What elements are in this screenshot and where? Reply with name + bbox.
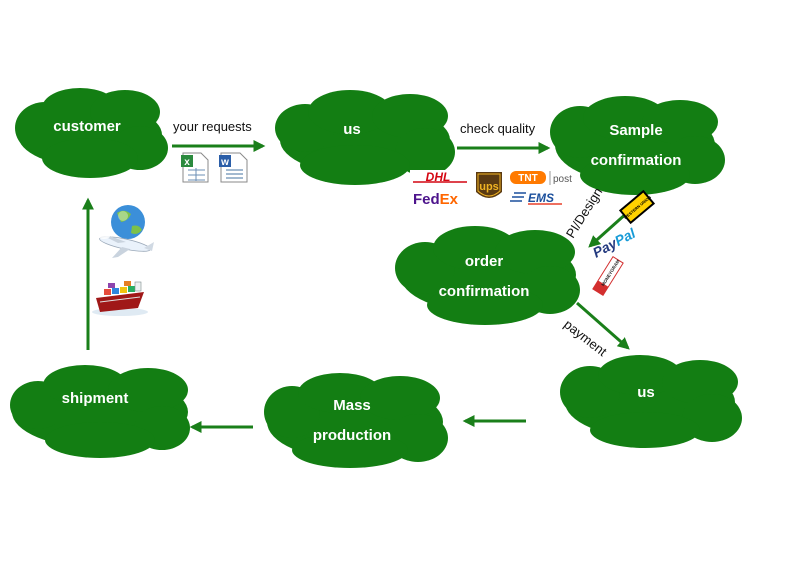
dhl-text: DHL	[426, 170, 451, 184]
fedex-text-b: Ex	[440, 191, 459, 208]
post-text: post	[553, 174, 572, 185]
node-mass-line1: Mass	[333, 397, 371, 414]
ups-logo: ups	[476, 172, 502, 198]
node-mass-line2: production	[313, 427, 391, 444]
edge-label-pi-design: PI/Design	[563, 185, 606, 241]
svg-text:w: w	[220, 157, 229, 168]
svg-text:x: x	[184, 157, 190, 168]
node-customer-label: customer	[53, 118, 121, 135]
excel-file-icon: x	[181, 152, 209, 183]
arrow-sample-to-order	[588, 210, 630, 248]
arrow-order-to-us	[576, 301, 630, 350]
fedex-logo: FedEx	[413, 191, 459, 208]
cloud-us-bottom: us	[560, 355, 742, 448]
tnt-logo: TNT	[510, 171, 546, 184]
node-order-line1: order	[465, 253, 504, 270]
word-file-icon: w	[219, 152, 248, 183]
cloud-shipment: shipment	[10, 365, 190, 458]
node-us-bottom-label: us	[637, 384, 655, 401]
ems-logo: EMS	[510, 191, 562, 205]
moneygram-logo: MONEYGRAM	[592, 256, 624, 296]
node-sample-line1: Sample	[609, 122, 662, 139]
ups-text: ups	[479, 181, 499, 193]
ems-text: EMS	[528, 191, 554, 205]
svg-text:PayPal: PayPal	[590, 224, 639, 260]
cargo-ship-icon	[92, 281, 148, 316]
cloud-order-confirmation: order confirmation	[395, 226, 580, 325]
edge-label-requests: your requests	[173, 119, 252, 134]
edge-label-quality: check quality	[460, 121, 536, 136]
cloud-mass-production: Mass production	[264, 373, 448, 468]
paypal-logo: PayPal	[590, 224, 639, 260]
node-shipment-label: shipment	[62, 390, 129, 407]
arrows	[82, 140, 630, 433]
edge-label-payment: payment	[561, 317, 610, 360]
cloud-customer: customer	[15, 88, 168, 178]
airplane-globe-icon	[98, 205, 154, 258]
node-us-top-label: us	[343, 121, 361, 138]
dhl-logo: DHL	[410, 170, 468, 184]
svg-text:FedEx: FedEx	[413, 191, 459, 208]
node-order-line2: confirmation	[439, 283, 530, 300]
node-sample-line2: confirmation	[591, 152, 682, 169]
cloud-sample-confirmation: Sample confirmation	[550, 96, 725, 195]
tnt-text: TNT	[518, 173, 537, 184]
fedex-text-a: Fed	[413, 191, 440, 208]
cloud-us-top: us	[275, 90, 455, 185]
